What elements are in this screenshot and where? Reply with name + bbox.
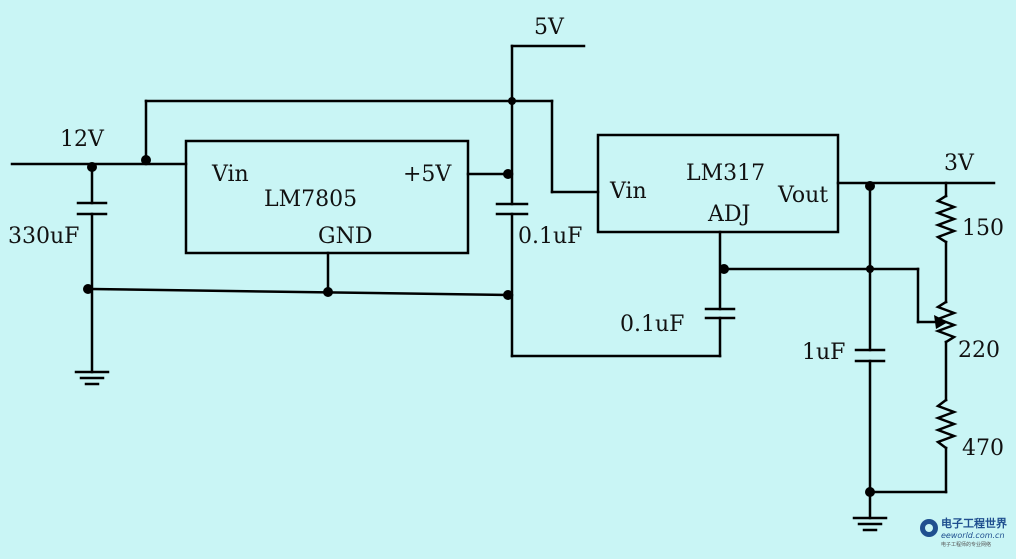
resistor-150 — [934, 194, 958, 244]
wire-ground-bus — [90, 287, 514, 297]
junction-dot — [865, 487, 875, 497]
junction-dot — [503, 290, 513, 300]
label-3v: 3V — [944, 151, 975, 176]
junction-dot — [866, 265, 874, 273]
label-5v: 5V — [534, 15, 565, 40]
lm317-adj-pin: ADJ — [707, 202, 750, 227]
eeworld-watermark: 电子工程世界 eeworld.com.cn 电子工程师的专业网络 — [920, 516, 1007, 548]
label-r220: 220 — [958, 338, 1000, 363]
watermark-logo-text: 电子工程世界 — [941, 516, 1007, 530]
label-r150: 150 — [962, 216, 1004, 241]
lm7805-body — [184, 139, 470, 255]
lm317-name: LM317 — [686, 161, 765, 186]
lm7805-gnd-pin: GND — [318, 224, 372, 249]
junction-dot — [87, 162, 97, 172]
lm7805-name: LM7805 — [264, 187, 357, 212]
label-12v: 12V — [60, 127, 105, 152]
junction-dot — [323, 287, 333, 297]
label-cap-330uf: 330uF — [8, 224, 79, 249]
junction-dot — [508, 97, 516, 105]
junction-dot — [719, 264, 729, 274]
junction-dot — [503, 169, 513, 179]
label-cap-adj: 0.1uF — [620, 312, 684, 337]
label-r470: 470 — [962, 436, 1004, 461]
pot-wiper-arrow-icon — [934, 315, 948, 329]
junction-dot — [865, 181, 875, 191]
watermark-tagline: 电子工程师的专业网络 — [941, 541, 991, 548]
lm7805-out-pin: +5V — [403, 162, 452, 187]
watermark-site: eeworld.com.cn — [941, 531, 1005, 540]
label-cap-5v: 0.1uF — [518, 224, 582, 249]
lm317-vout-pin: Vout — [777, 183, 828, 208]
lm7805-vin-pin: Vin — [211, 162, 249, 187]
junction-dot — [141, 155, 151, 165]
label-cap-1uf: 1uF — [802, 340, 845, 365]
junction-dot — [83, 284, 93, 294]
resistor-470 — [934, 398, 958, 450]
lm317-vin-pin: Vin — [609, 179, 647, 204]
